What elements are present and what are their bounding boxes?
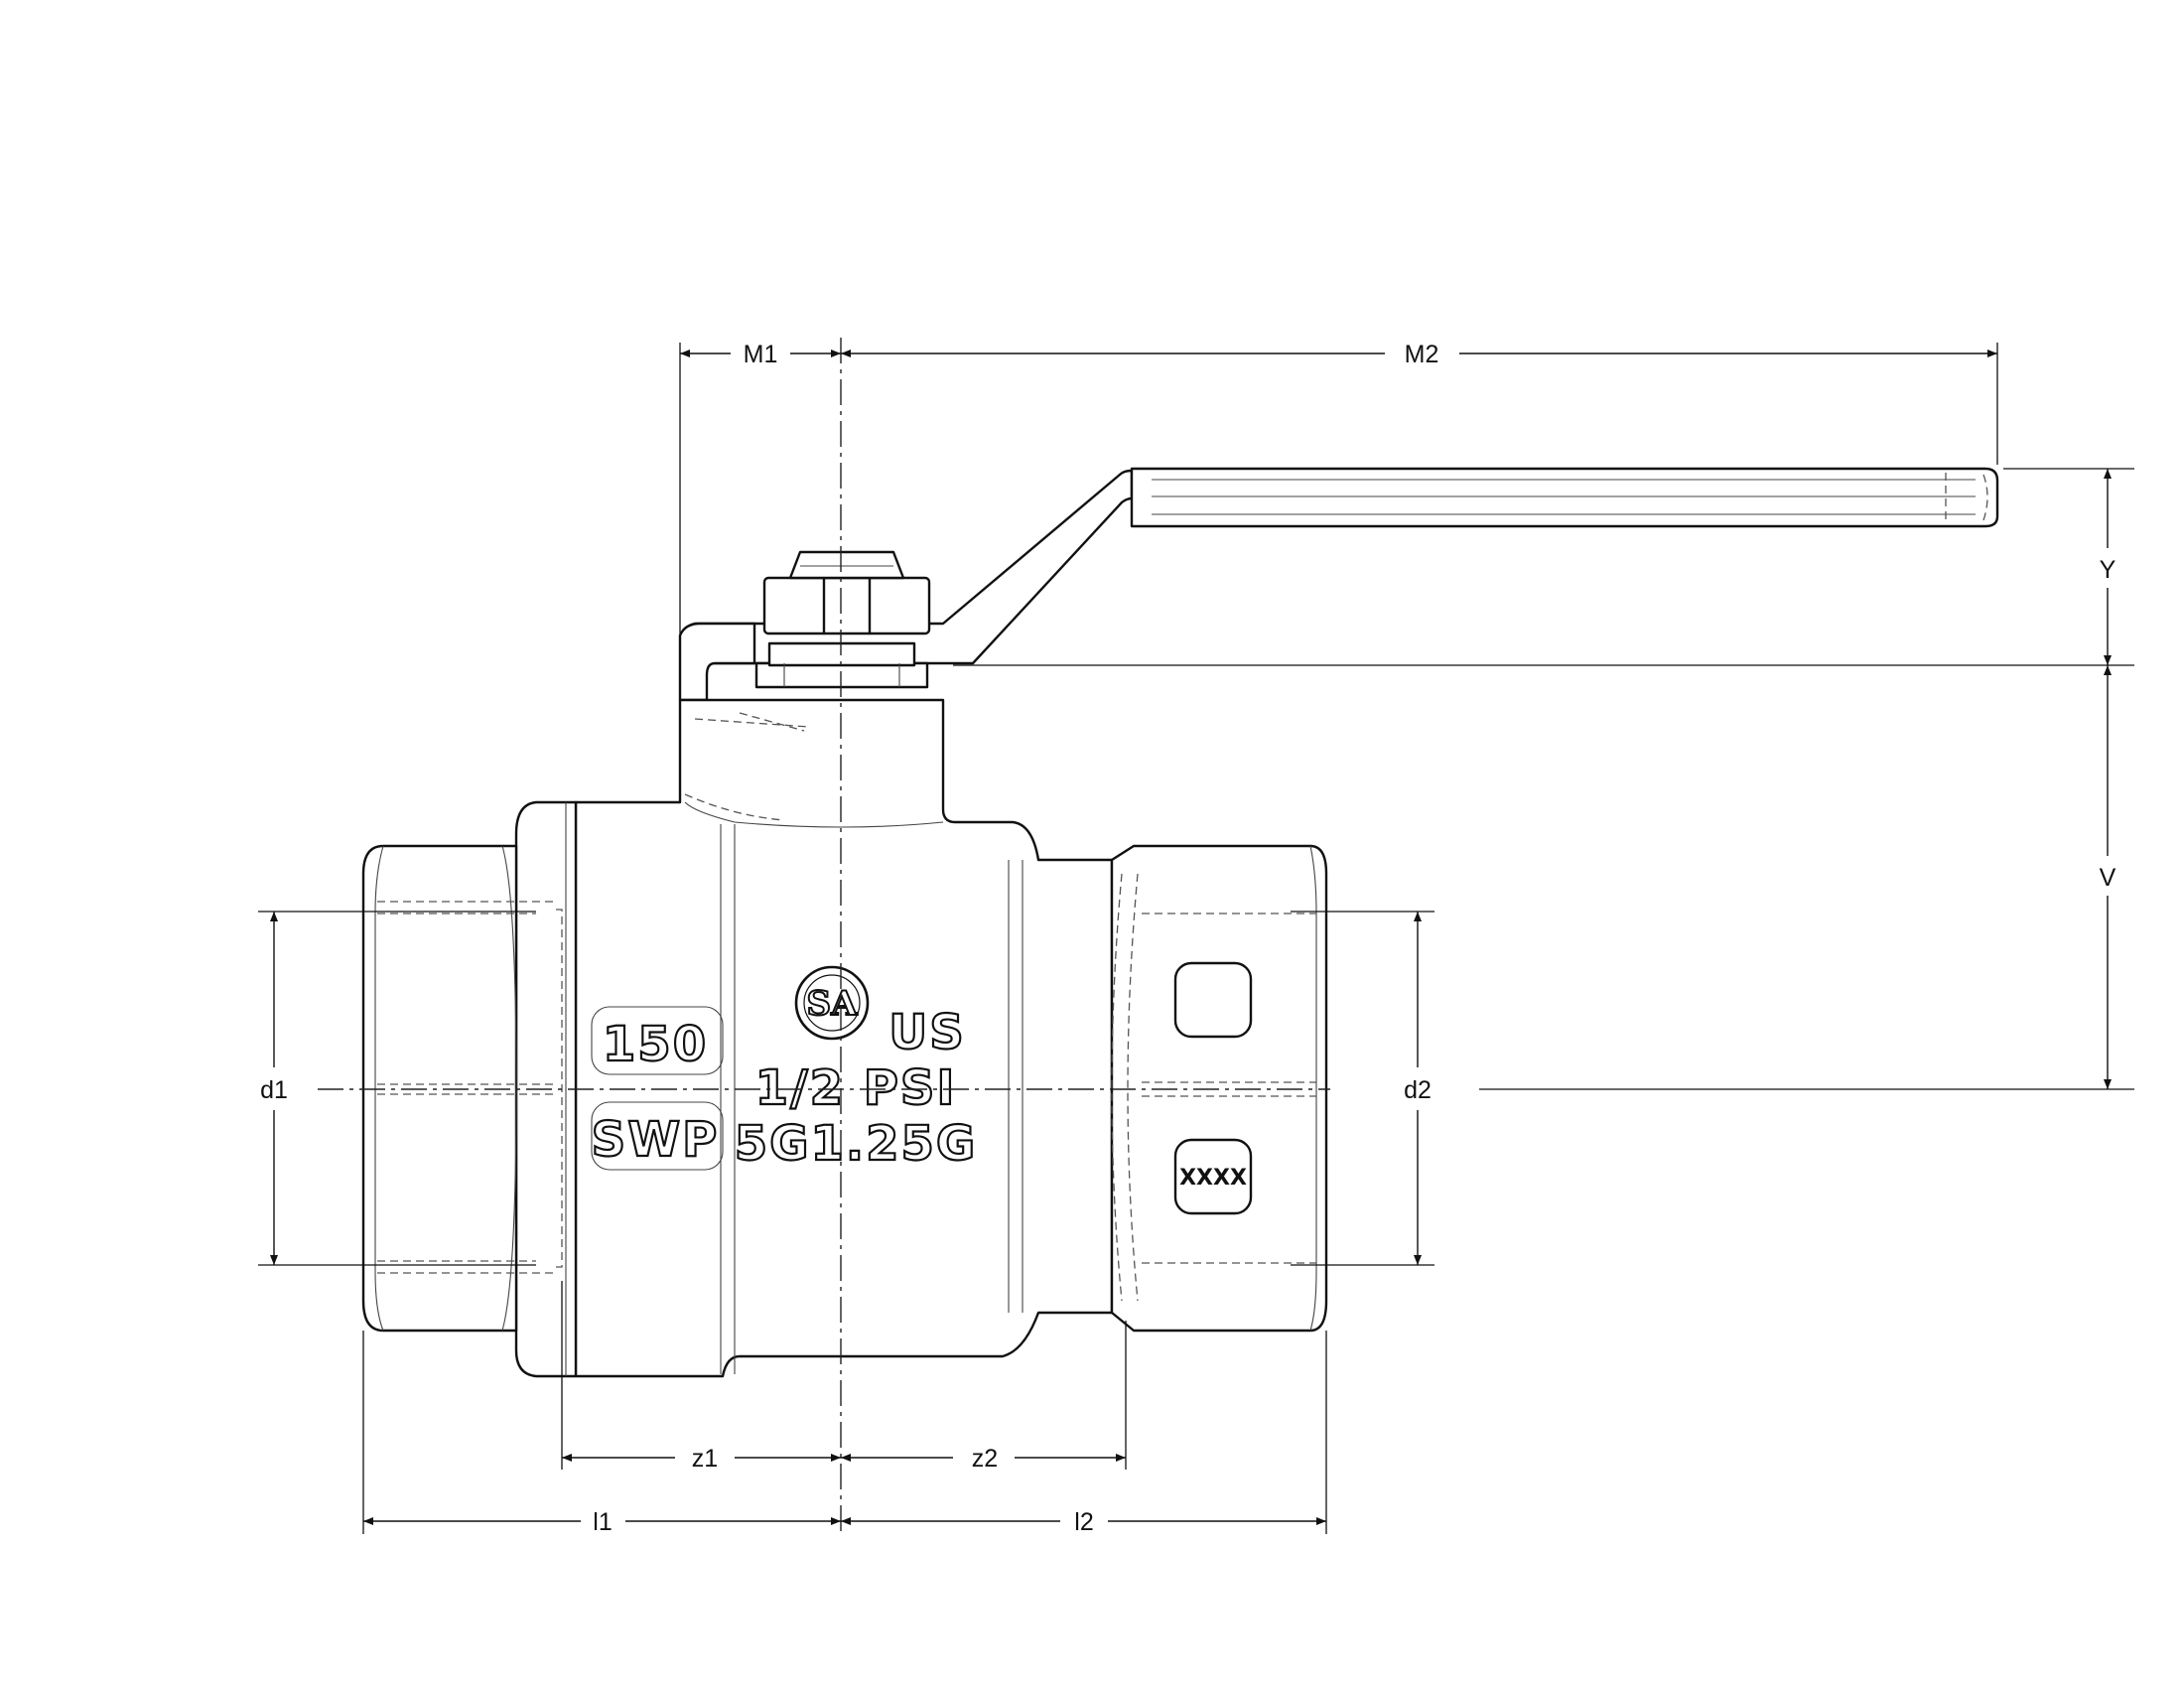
dimension-z2: z2	[841, 1445, 1126, 1473]
dimension-m2: M2	[841, 341, 1997, 368]
gas-class-text: 5G1.25G	[735, 1116, 978, 1172]
dimension-z1: z1	[562, 1445, 841, 1473]
extension-lines	[258, 343, 2134, 1534]
dimension-label-m1: M1	[744, 341, 778, 368]
dimension-v: V	[2100, 665, 2116, 1089]
right-port: XXXX	[1110, 844, 1328, 1333]
dimension-label-l1: l1	[593, 1508, 612, 1536]
dimension-label-l2: l2	[1074, 1508, 1093, 1536]
dimension-label-z2: z2	[972, 1445, 998, 1473]
pressure-unit-text: SWP	[592, 1112, 720, 1168]
dimension-label-y: Y	[2100, 556, 2116, 584]
gas-rating-text: 1/2 PSI	[755, 1060, 957, 1116]
dimension-d1: d1	[260, 912, 288, 1265]
dimension-label-z1: z1	[692, 1445, 718, 1473]
dimension-l2: l2	[841, 1508, 1326, 1536]
certification-logo-text: SA	[807, 984, 859, 1024]
certification-logo: SA	[794, 965, 870, 1041]
certification-country-text: US	[888, 1005, 966, 1060]
dimension-l1: l1	[363, 1508, 841, 1536]
code-plate-text: XXXX	[1179, 1166, 1247, 1191]
center-lines	[318, 338, 1330, 1534]
dimension-label-v: V	[2100, 864, 2116, 892]
body-markings: 150 SWP SA US 1/2 PSI 5G1.25G	[591, 965, 978, 1173]
dimension-y: Y	[2100, 469, 2116, 665]
left-port	[361, 844, 563, 1333]
dimension-label-d2: d2	[1404, 1076, 1432, 1104]
dimension-m1: M1	[680, 341, 841, 368]
pressure-rating-text: 150	[603, 1017, 708, 1072]
port-flat-plate	[1173, 961, 1253, 1039]
code-plate	[1173, 1138, 1253, 1215]
dimension-label-d1: d1	[260, 1076, 288, 1104]
stem-nut	[754, 550, 931, 689]
dimension-label-m2: M2	[1405, 341, 1439, 368]
dimension-d2: d2	[1404, 912, 1432, 1265]
